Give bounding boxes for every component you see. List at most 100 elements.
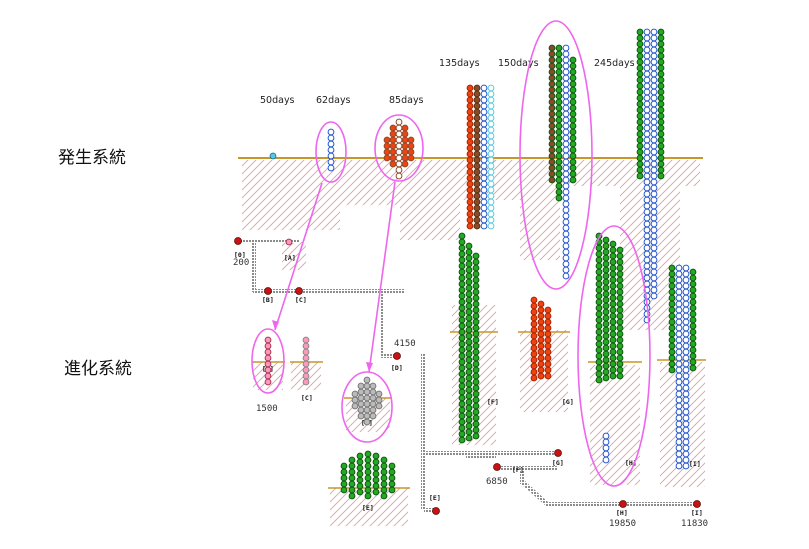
- node-B: [264, 287, 272, 295]
- plant-85days-4: [407, 136, 415, 162]
- species-G-2: [544, 306, 552, 380]
- node-tag-E: [E]: [429, 494, 441, 502]
- plant-135days-3: [487, 84, 495, 230]
- species-I-1: [675, 264, 683, 470]
- species-H-0: [595, 232, 603, 384]
- plant-150days-0: [548, 44, 556, 184]
- plant-135days-2: [480, 84, 488, 230]
- species-I-2: [682, 264, 690, 470]
- species-E-4: [372, 452, 380, 496]
- species-F-1: [465, 242, 473, 442]
- day-label-135: 135days: [439, 58, 480, 69]
- arrow-62-to-B: [274, 182, 323, 331]
- node-tag-A: [A]: [284, 254, 296, 262]
- day-label-85: 85days: [389, 95, 424, 106]
- plant-245days-1: [643, 28, 651, 324]
- species-B: [264, 336, 272, 386]
- arrow-heads: [272, 320, 373, 372]
- node-tag-G: [G]: [552, 459, 564, 467]
- plant-62days: [327, 128, 335, 172]
- node-0: [234, 237, 242, 245]
- highlight-marks: [251, 20, 651, 487]
- species-E-6: [388, 462, 396, 494]
- species-E-5: [380, 456, 388, 500]
- species-A: [285, 238, 293, 246]
- highlight-species-D: [341, 371, 393, 443]
- node-H: [619, 500, 627, 508]
- species-E-1: [348, 456, 356, 500]
- species-tag-I: [I]: [689, 460, 701, 468]
- species-H-1: [602, 236, 610, 382]
- node-number-4150: 4150: [394, 339, 416, 349]
- plant-135days-1: [473, 84, 481, 230]
- species-tag-H: [H]: [625, 459, 637, 467]
- highlight-150days: [519, 20, 593, 290]
- species-H-3: [616, 246, 624, 380]
- development-soil: [242, 160, 700, 330]
- plant-85days-2: [401, 124, 409, 168]
- species-C: [302, 336, 310, 386]
- species-tag-E: [E]: [362, 504, 374, 512]
- species-I-3: [689, 268, 697, 372]
- species-D-4: [375, 390, 383, 410]
- node-tag-F: [F]: [512, 466, 524, 474]
- tree-nodes: [234, 237, 701, 515]
- species-F-0: [458, 232, 466, 444]
- highlight-85days: [374, 114, 424, 182]
- node-D: [393, 352, 401, 360]
- development-lineage-label: 発生系統: [58, 148, 126, 168]
- species-H-roots: [602, 432, 610, 464]
- species-I-0: [668, 264, 676, 374]
- plant-specimens: [264, 28, 697, 500]
- node-I: [693, 500, 701, 508]
- species-tag-F: [F]: [487, 398, 499, 406]
- species-F-2: [472, 252, 480, 440]
- species-tag-G: [G]: [562, 398, 574, 406]
- species-H-2: [609, 240, 617, 380]
- node-number-200: 200: [233, 258, 249, 268]
- plant-150days-2: [562, 44, 570, 280]
- node-E: [432, 507, 440, 515]
- highlight-species-B: [251, 328, 285, 394]
- highlight-species-H: [577, 225, 651, 487]
- node-G: [554, 449, 562, 457]
- arrow-85-to-D: [368, 181, 396, 373]
- plant-135days-0: [466, 84, 474, 230]
- plant-245days-0: [636, 28, 644, 180]
- species-D-2: [369, 382, 377, 420]
- plant-150days-1: [555, 44, 563, 202]
- species-tag-C: [C]: [301, 394, 313, 402]
- plant-150days-3: [569, 56, 577, 184]
- plant-245days-2: [650, 28, 658, 300]
- species-E-0: [340, 462, 348, 494]
- species-E-3: [364, 450, 372, 500]
- highlight-62days: [315, 121, 347, 183]
- species-G-1: [537, 300, 545, 380]
- plant-85days-3: [383, 136, 391, 162]
- plant-85days-1: [395, 118, 403, 180]
- node-number-1500: 1500: [256, 404, 278, 414]
- species-E-2: [356, 452, 364, 496]
- evolution-lineage-label: 進化系統: [64, 359, 132, 379]
- node-tag-D: [D]: [391, 364, 403, 372]
- node-tag-C: [C]: [295, 296, 307, 304]
- node-number-19850: 19850: [609, 519, 636, 529]
- day-label-150: 150days: [498, 58, 539, 69]
- species-D-1: [363, 376, 371, 426]
- plant-85days-0: [389, 124, 397, 168]
- evolution-tree-paths: [239, 239, 700, 512]
- node-tag-H: [H]: [616, 509, 628, 517]
- plant-245days-3: [657, 28, 665, 180]
- node-number-11830: 11830: [681, 519, 708, 529]
- day-label-62: 62days: [316, 95, 351, 106]
- node-tag-I: [I]: [691, 509, 703, 517]
- node-tag-0: [0]: [234, 251, 246, 259]
- species-G-0: [530, 296, 538, 382]
- day-label-50: 50days: [260, 95, 295, 106]
- plant-50days: [269, 152, 277, 160]
- day-label-245: 245days: [594, 58, 635, 69]
- node-C: [295, 287, 303, 295]
- node-F: [493, 463, 501, 471]
